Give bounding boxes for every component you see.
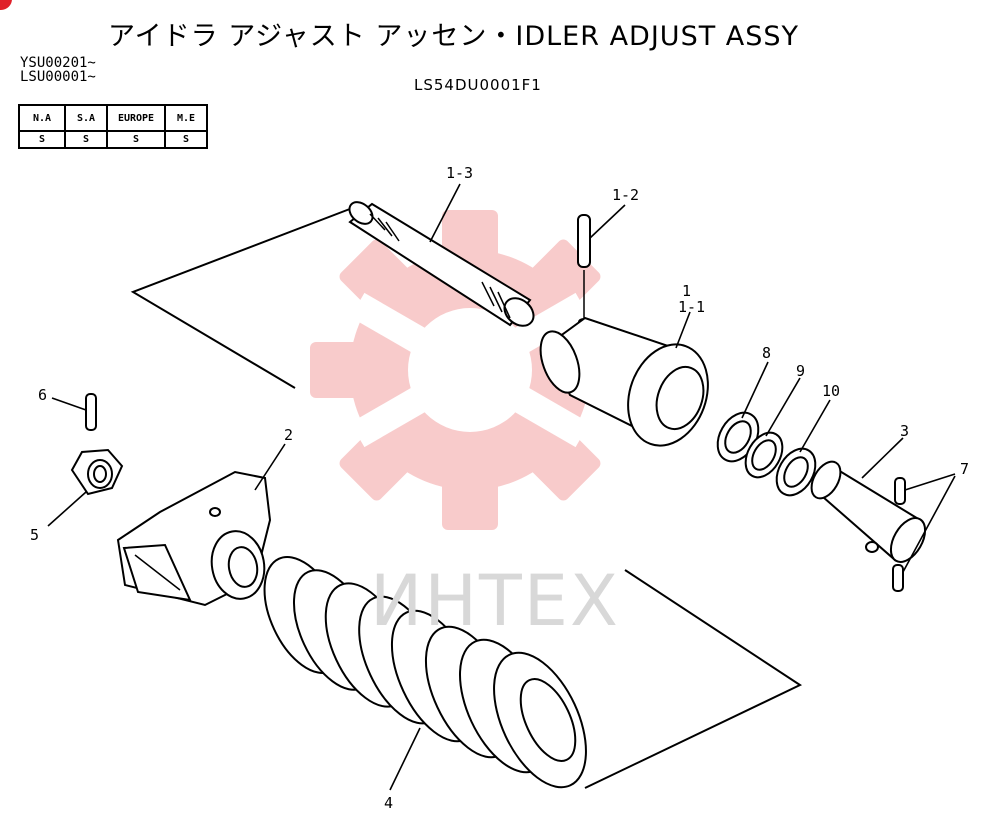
shaft-part [348, 201, 535, 327]
rod-part [810, 460, 927, 592]
market-value-me: S [164, 130, 208, 149]
market-header-sa: S.A [64, 104, 108, 132]
callout-shaft: 1-3 [446, 164, 473, 182]
spring-part [263, 556, 587, 789]
leader-lines [47, 183, 956, 791]
pin-top-part [577, 214, 591, 326]
callout-cylinder: 1 [682, 282, 691, 300]
market-header-na: N.A [18, 104, 66, 132]
callout-rod: 3 [900, 422, 909, 440]
callout-ring-8: 8 [762, 344, 771, 362]
bracket-part [116, 470, 272, 607]
callout-ring-9: 9 [796, 362, 805, 380]
callout-nut-pin: 6 [38, 386, 47, 404]
page-title: アイドラ アジャスト アッセン・IDLER ADJUST ASSY [108, 21, 800, 52]
market-header-europe: EUROPE [106, 104, 166, 132]
callout-pin-top: 1-2 [612, 186, 639, 204]
callout-nut: 5 [30, 526, 39, 544]
market-table: N.A S.A EUROPE M.E S S S S [18, 104, 208, 149]
market-header-me: M.E [164, 104, 208, 132]
serial-range-2: LSU00001~ [20, 69, 96, 85]
callout-ring-10: 10 [822, 382, 840, 400]
callout-bracket: 2 [284, 426, 293, 444]
market-value-europe: S [106, 130, 166, 149]
market-value-sa: S [64, 130, 108, 149]
serial-range-1: YSU00201~ [20, 55, 96, 71]
callout-rod-pins: 7 [960, 460, 969, 478]
ring-parts [716, 411, 817, 497]
corner-badge [0, 0, 12, 10]
callout-spring: 4 [384, 794, 393, 812]
drawing-number: LS54DU0001F1 [414, 76, 542, 94]
nut-part [70, 393, 124, 496]
callout-cylinder-sub: 1-1 [678, 298, 705, 316]
cylinder-part [539, 316, 709, 447]
watermark-text: ИНТЕХ [370, 560, 620, 642]
assembly-outline [130, 206, 803, 789]
market-value-na: S [18, 130, 66, 149]
